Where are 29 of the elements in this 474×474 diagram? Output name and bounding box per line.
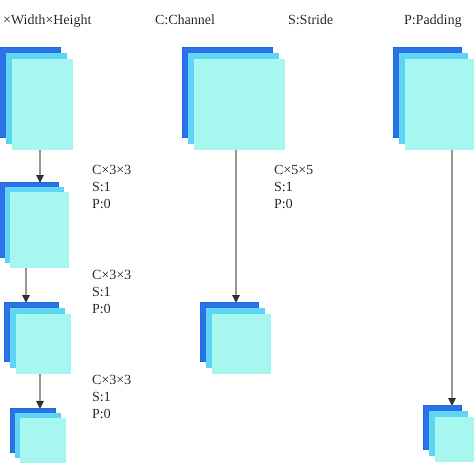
arrow (232, 150, 240, 303)
layer-parameter: P:0 (92, 407, 111, 423)
legend-text: S:Stride (288, 13, 334, 29)
feature-map-stack (182, 47, 285, 150)
legend-text: P:Padding (404, 13, 462, 29)
legend-text: ×Width×Height (3, 13, 92, 29)
layer-parameter: S:1 (92, 390, 111, 406)
arrow (22, 268, 30, 303)
arrow (36, 374, 44, 409)
arrow (448, 150, 456, 406)
layer-parameter: C×5×5 (274, 163, 314, 179)
feature-map-stack (10, 408, 66, 463)
layer-parameter: P:0 (92, 197, 111, 213)
feature-map-stack (423, 405, 474, 462)
feature-map-stack (200, 302, 271, 374)
arrow (36, 150, 44, 183)
feature-map-stack (0, 182, 69, 268)
layer-parameter: C×3×3 (92, 373, 132, 389)
layer-parameter: C×3×3 (92, 268, 132, 284)
feature-map-stack (4, 302, 71, 374)
layer-parameter: S:1 (92, 285, 111, 301)
feature-map-stack (393, 47, 474, 150)
layer-parameter: C×3×3 (92, 163, 132, 179)
legend-text: C:Channel (155, 13, 215, 29)
layer-parameter: S:1 (274, 180, 293, 196)
layer-parameter: P:0 (274, 197, 293, 213)
layer-parameter: S:1 (92, 180, 111, 196)
feature-map-stack (0, 47, 73, 150)
layer-parameter: P:0 (92, 302, 111, 318)
